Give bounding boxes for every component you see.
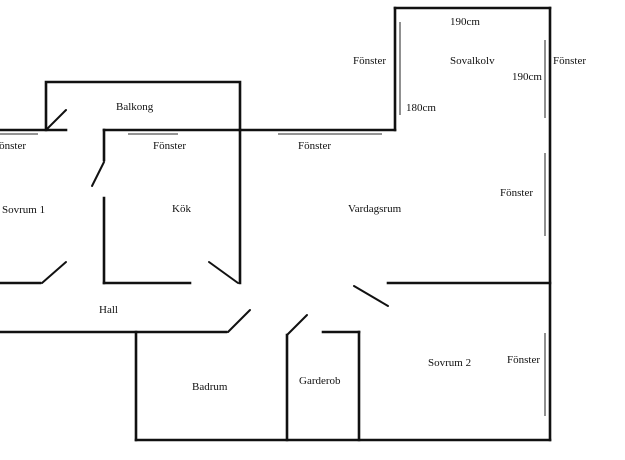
door-kitchen-hall (91, 161, 105, 187)
window-label-alcove-right: Fönster (553, 55, 586, 67)
window-label-bedroom2-right: Fönster (507, 354, 540, 366)
room-label-kok: Kök (172, 203, 191, 215)
door-bedroom1 (41, 261, 67, 284)
room-label-sovrum-2: Sovrum 2 (428, 357, 472, 369)
dimension-alcove-right: 190cm (512, 71, 542, 83)
door-bathroom (227, 309, 251, 333)
room-label-hall: Hall (99, 304, 118, 316)
dimension-alcove-top: 190cm (450, 16, 480, 28)
window-label-living-right: Fönster (500, 187, 533, 199)
dimension-alcove-left: 180cm (406, 102, 436, 114)
window-label-kitchen: Fönster (153, 140, 186, 152)
room-label-badrum: Badrum (192, 381, 228, 393)
window-label-alcove-left: Fönster (353, 55, 386, 67)
room-label-garderob: Garderob (299, 375, 341, 387)
door-bedroom2 (353, 285, 389, 307)
window-label-living: Fönster (298, 140, 331, 152)
room-label-sovrum-1: Sovrum 1 (2, 204, 46, 216)
windows (0, 22, 546, 416)
room-label-balkong: Balkong (116, 101, 154, 113)
window-label-bedroom1: Fönster (0, 140, 26, 152)
wall-balcony (44, 80, 242, 132)
door-balcony (45, 109, 67, 131)
room-label-sovalkolv: Sovalkolv (450, 55, 495, 67)
room-label-vardagsrum: Vardagsrum (348, 203, 402, 215)
walls (0, 6, 552, 442)
doors (41, 109, 389, 336)
door-wardrobe (286, 314, 308, 336)
door-kitchen-living (208, 261, 239, 284)
